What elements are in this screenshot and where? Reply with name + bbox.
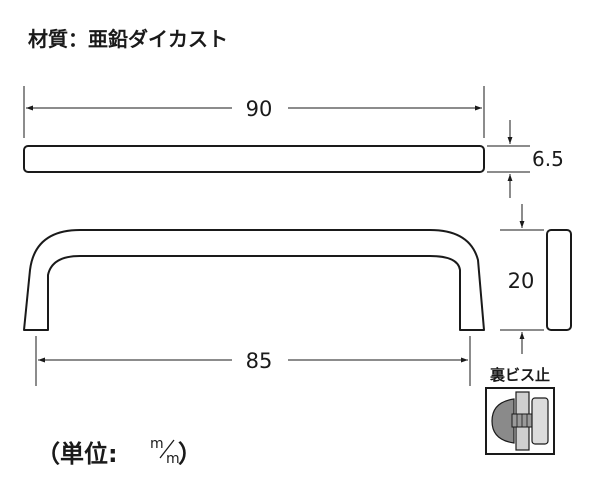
top-view	[23, 86, 530, 198]
unit-label: （単位: m m ）	[36, 436, 202, 468]
material-label: 材質：亜鉛ダイカスト	[28, 27, 228, 51]
unit-prefix: （単位:	[36, 440, 118, 468]
handle-front-outline	[23, 229, 485, 331]
unit-suffix: ）	[178, 440, 202, 468]
handle-top-outline	[23, 145, 485, 173]
unit-fraction-numerator: m	[150, 436, 164, 452]
rear-screw-mount-icon	[485, 387, 555, 455]
side-view	[500, 204, 572, 354]
front-view	[23, 229, 485, 386]
mounting-label: 裏ビス止	[489, 366, 550, 384]
dimension-height: 20	[508, 269, 535, 293]
dimension-thickness: 6.5	[532, 147, 564, 171]
dimension-top-length: 90	[246, 97, 273, 121]
handle-side-outline	[546, 229, 572, 331]
dimension-bottom-length: 85	[246, 349, 273, 373]
unit-fraction-denominator: m	[166, 451, 180, 467]
